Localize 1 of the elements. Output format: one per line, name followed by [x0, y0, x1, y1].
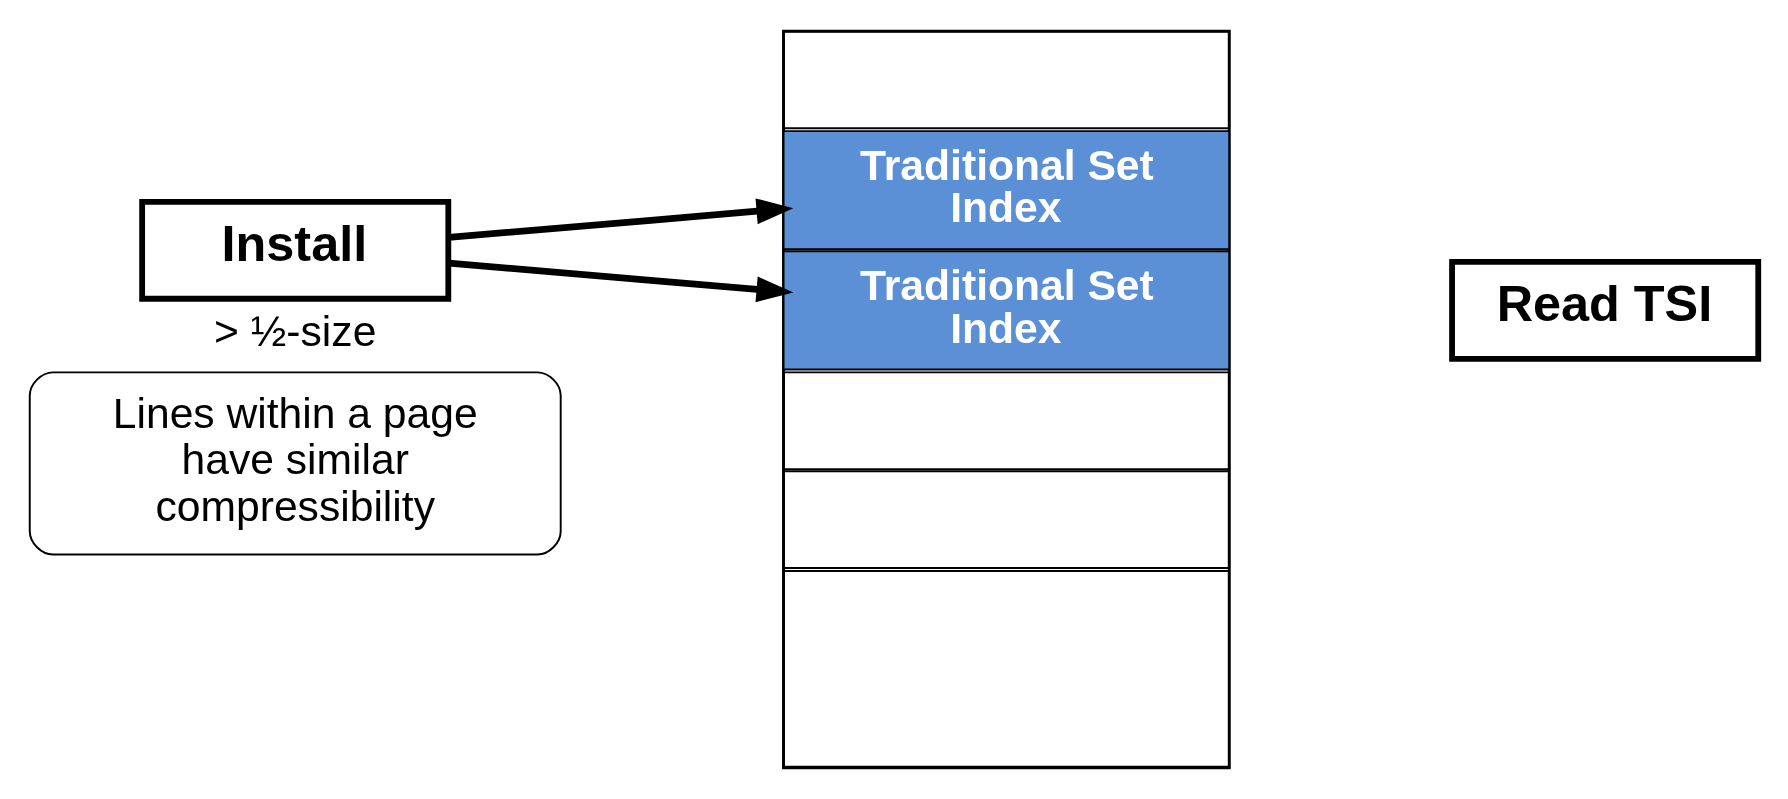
node-label: > ½-size	[214, 307, 377, 356]
